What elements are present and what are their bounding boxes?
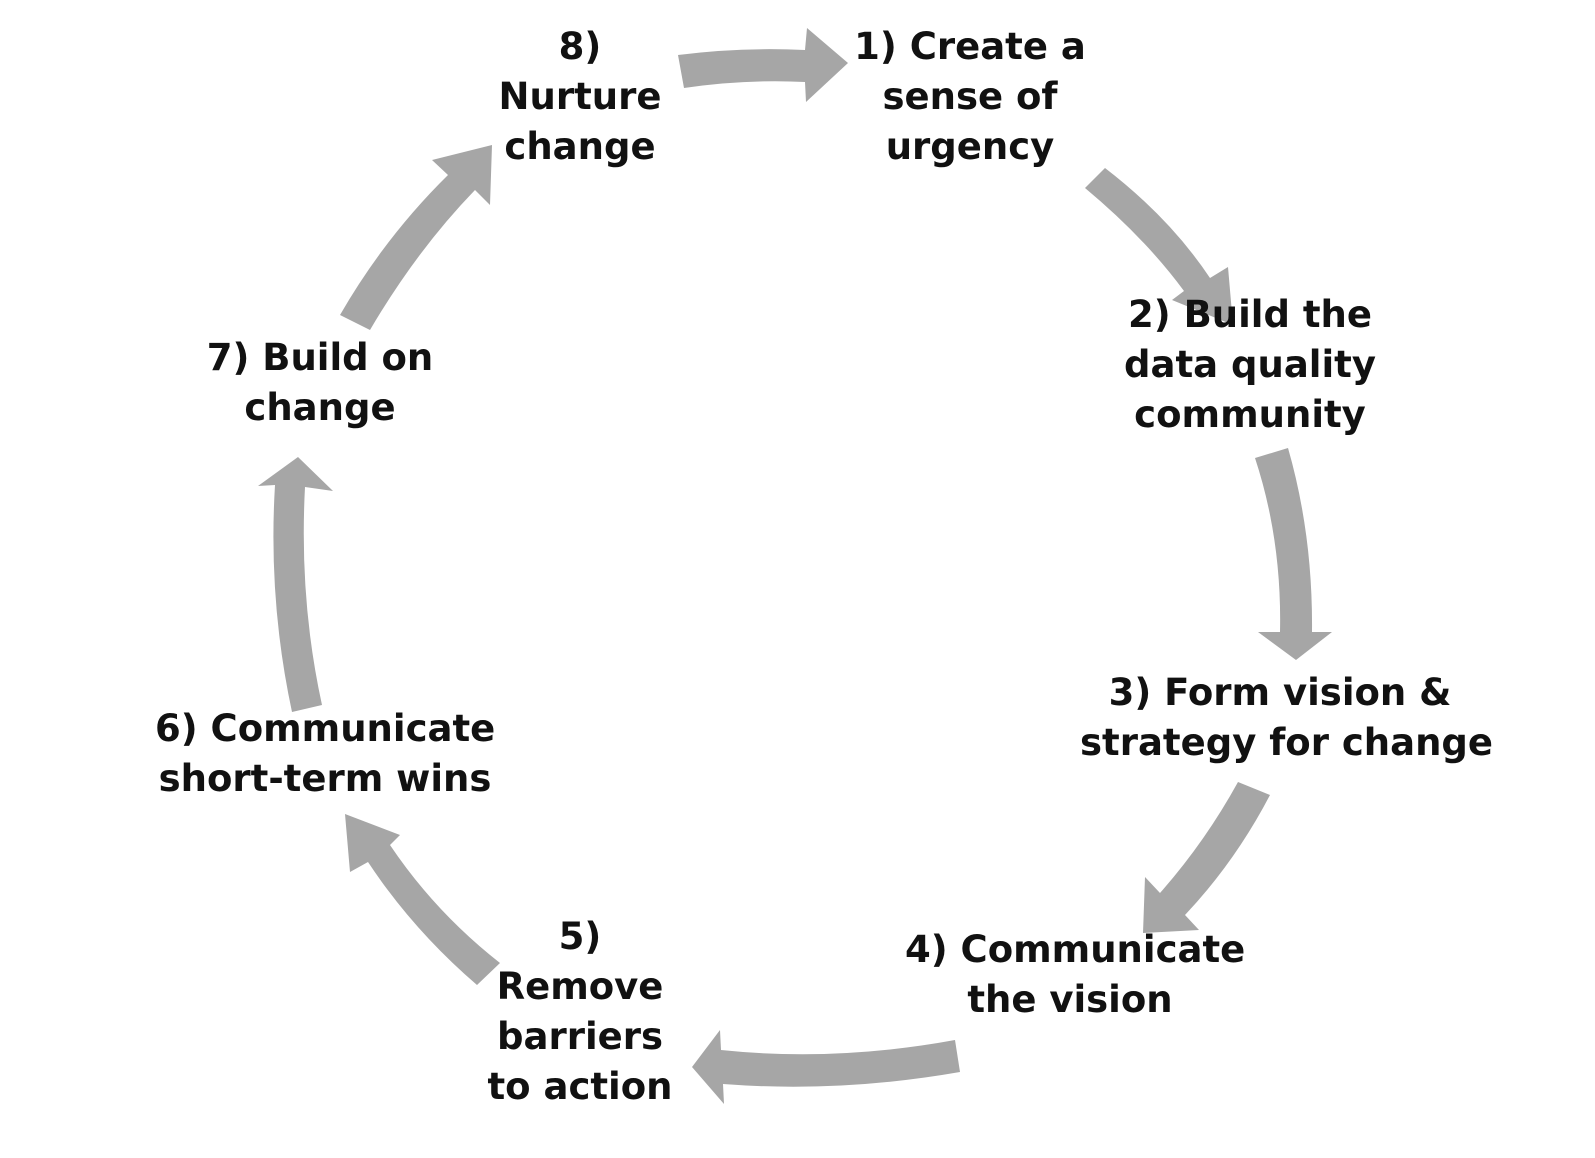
step-5-label: 5) Remove barriers to action — [480, 912, 680, 1112]
arrow-3-to-4 — [1143, 782, 1270, 933]
step-8-line-1: 8) — [558, 25, 602, 68]
step-1-line-3: urgency — [885, 125, 1055, 168]
step-4-line-2: the vision — [967, 978, 1173, 1021]
arrow-1-to-2 — [1085, 168, 1233, 325]
step-7-label: 7) Build on change — [200, 333, 440, 433]
step-3-line-1: 3) Form vision & — [1108, 671, 1452, 714]
step-6-line-1: 6) Communicate — [155, 707, 496, 750]
step-2-label: 2) Build the data quality community — [1100, 290, 1400, 440]
step-4-line-1: 4) Communicate — [905, 928, 1246, 971]
arrow-4-to-5 — [692, 1030, 960, 1104]
step-3-line-2: strategy for change — [1080, 721, 1493, 764]
arrow-7-to-8 — [340, 145, 492, 330]
step-5-line-3: barriers — [497, 1015, 663, 1058]
step-4-label: 4) Communicate the vision — [905, 925, 1246, 1025]
step-1-line-2: sense of — [882, 75, 1058, 118]
step-8-line-3: change — [504, 125, 656, 168]
step-5-line-1: 5) — [558, 915, 602, 958]
step-6-line-2: short-term wins — [158, 757, 492, 800]
step-2-line-1: 2) Build the — [1128, 293, 1372, 336]
step-2-line-3: community — [1134, 393, 1366, 436]
step-1-label: 1) Create a sense of urgency — [840, 22, 1100, 172]
arrow-2-to-3 — [1255, 448, 1332, 660]
step-1-line-1: 1) Create a — [854, 25, 1086, 68]
step-5-line-2: Remove — [496, 965, 664, 1008]
arrow-6-to-7 — [258, 457, 333, 712]
step-7-line-1: 7) Build on — [206, 336, 434, 379]
step-3-label: 3) Form vision & strategy for change — [1080, 668, 1493, 768]
step-5-line-4: to action — [487, 1065, 673, 1108]
arrow-5-to-6 — [345, 814, 500, 985]
step-8-line-2: Nurture — [498, 75, 662, 118]
step-7-line-2: change — [244, 386, 396, 429]
arrow-8-to-1 — [678, 28, 848, 102]
step-8-label: 8) Nurture change — [480, 22, 680, 172]
step-2-line-2: data quality — [1124, 343, 1376, 386]
step-6-label: 6) Communicate short-term wins — [155, 704, 495, 804]
